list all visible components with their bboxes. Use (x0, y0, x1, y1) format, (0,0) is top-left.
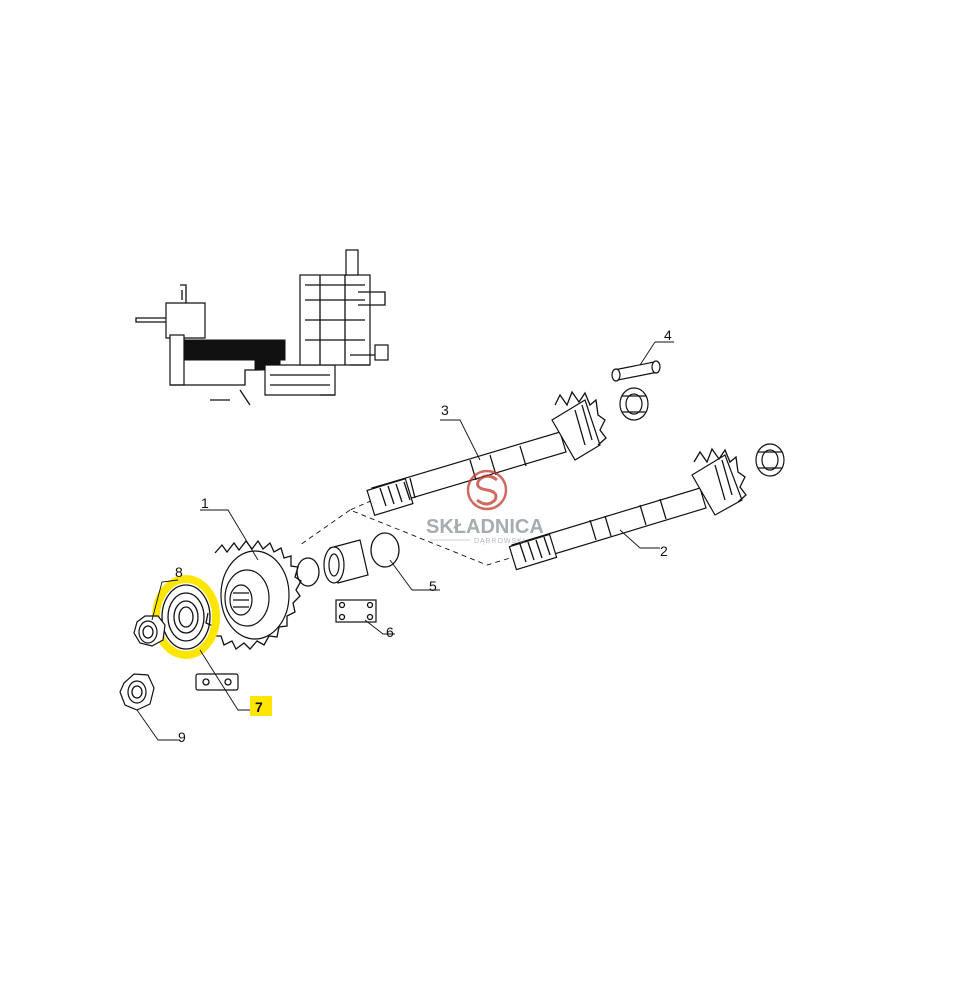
callout-2[interactable]: 2 (660, 543, 668, 559)
callout-7[interactable]: 7 (255, 699, 263, 715)
clip-part-7 (195, 673, 239, 691)
assembly-guide-lines (299, 496, 521, 566)
shaft-part-2 (508, 447, 747, 571)
callout-9[interactable]: 9 (178, 729, 186, 745)
callout-5[interactable]: 5 (429, 578, 437, 594)
needle-bearing-upper (619, 387, 649, 421)
callout-8[interactable]: 8 (175, 564, 183, 580)
s-logo-icon (466, 469, 508, 511)
spur-gear-part-1 (205, 539, 302, 650)
needle-bearing-lower (755, 443, 785, 477)
watermark-sub: DĄBROWSKI (474, 538, 526, 545)
watermark-brand: SKŁADNICA (426, 516, 544, 538)
callout-6[interactable]: 6 (386, 624, 394, 640)
hex-nut-part-9 (119, 673, 155, 711)
callout-7-highlight (250, 696, 272, 716)
insert-part-6 (335, 599, 377, 623)
callout-1[interactable]: 1 (201, 495, 209, 511)
overview-inset-drawing (135, 249, 389, 406)
bushing (323, 539, 369, 584)
callout-numbers: 1 2 3 4 5 6 7 8 9 (175, 327, 672, 745)
watermark: SKŁADNICA DĄBROWSKI (426, 469, 544, 545)
shaft-part-3 (366, 390, 607, 517)
pin-part-4 (611, 360, 661, 382)
callout-4[interactable]: 4 (664, 327, 672, 343)
locknut-part-8 (133, 615, 166, 647)
callout-3[interactable]: 3 (441, 402, 449, 418)
